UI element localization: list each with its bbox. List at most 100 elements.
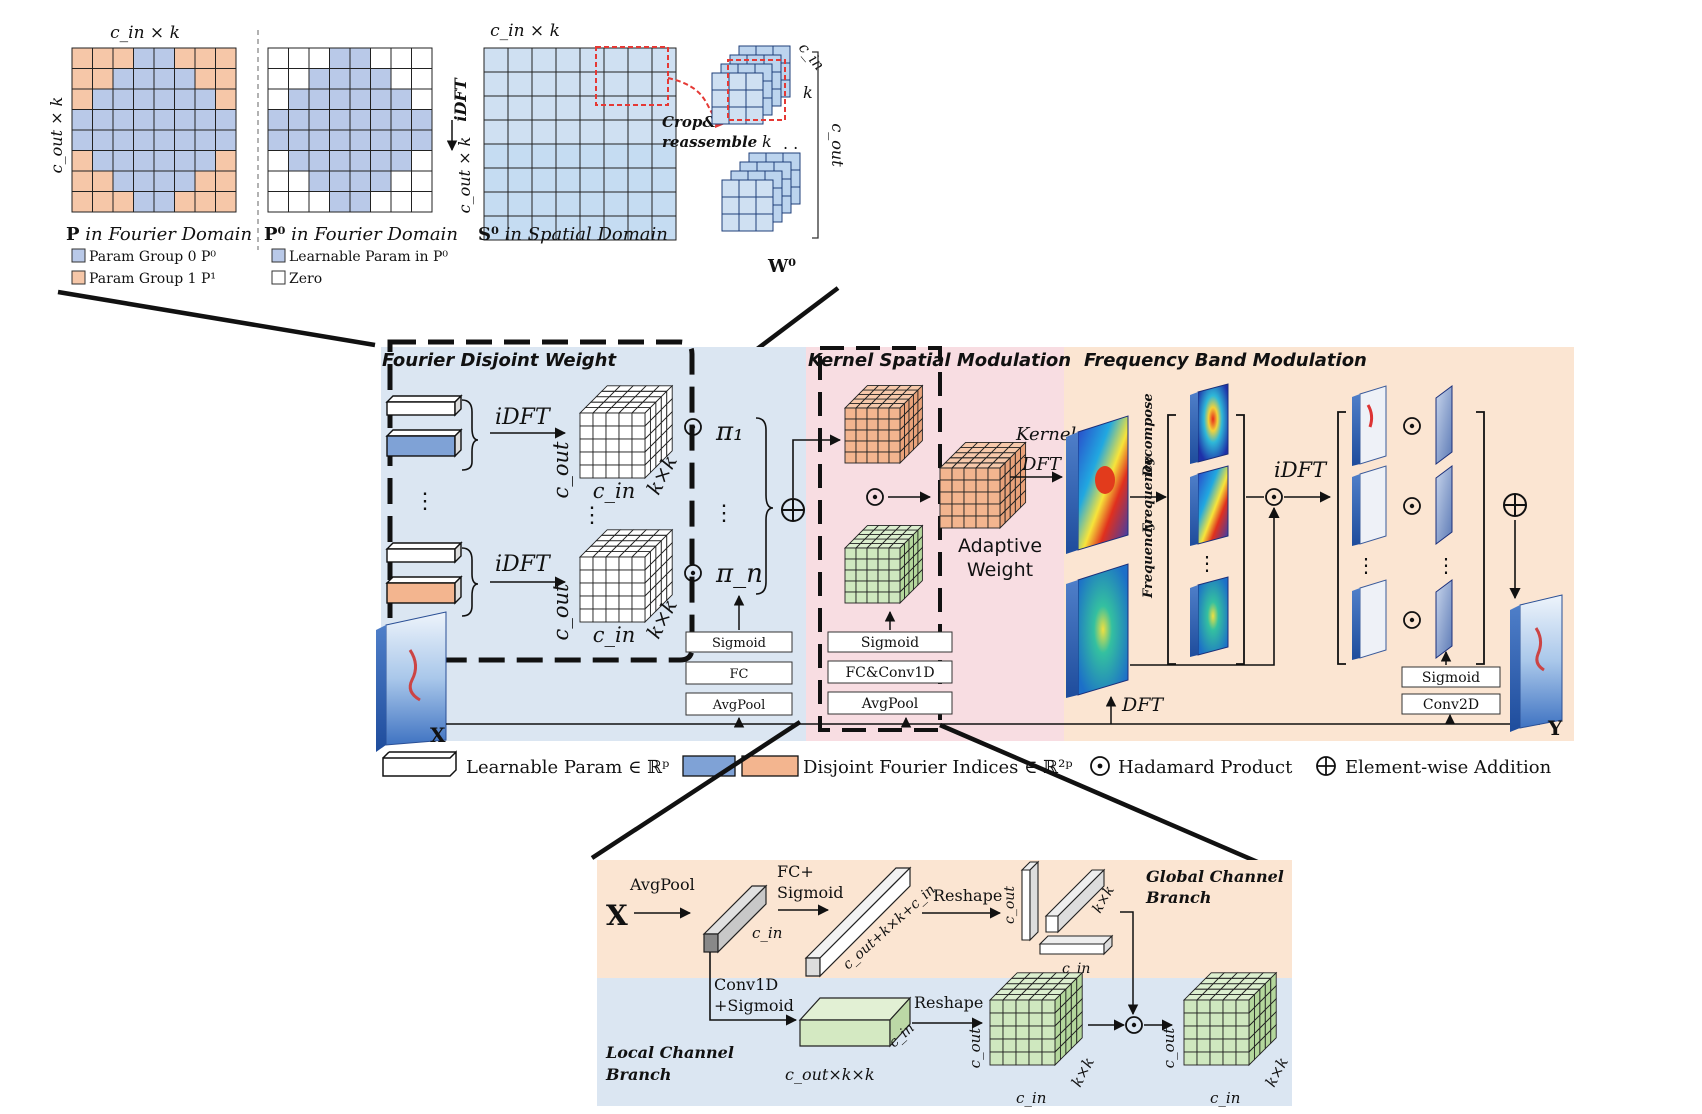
band-hadamard-icon <box>1265 488 1283 506</box>
local-branch-label-1: Local Channel <box>605 1043 734 1062</box>
fdw-cube-1-side-cell <box>666 436 673 458</box>
freq-label-1: Frequency <box>1141 456 1156 534</box>
adaptive-weight-cube-front-cell <box>951 515 965 529</box>
p0-grid-cell <box>411 129 433 151</box>
bottom-cube-b-front-cell <box>1209 1038 1224 1053</box>
p-grid-cell <box>215 68 237 90</box>
bottom-x-label: X <box>606 899 628 932</box>
frequency-band-maps <box>1190 383 1229 657</box>
p-grid-cell <box>133 129 155 151</box>
bottom-cube-b-side-cell <box>1270 1023 1277 1045</box>
p-grid-cell <box>194 191 216 213</box>
fdw-cube-2-front-cell <box>579 582 594 597</box>
band-spatial-edge <box>1352 474 1360 546</box>
fdw-cube-1-front-cell <box>592 412 607 427</box>
legend-hadamard-icon <box>1090 756 1110 776</box>
ksm-green-cube-side-cell <box>917 568 923 587</box>
w0-kernel-cell <box>728 72 747 91</box>
ksm-orange-cube-front-cell <box>855 429 868 442</box>
w0-kernel-cell <box>755 196 774 215</box>
s0-grid-cell <box>507 119 533 145</box>
pi-1-label: π₁ <box>715 417 744 447</box>
bottom-cube-b-front-cell <box>1183 1051 1198 1066</box>
hadamard-dot-2 <box>690 570 696 576</box>
s0-grid-cell <box>603 191 629 217</box>
w0-kernel-cell <box>711 72 730 91</box>
p-grid-cell <box>133 88 155 110</box>
hadamard-dot-1 <box>690 424 696 430</box>
bottom-cube-b-front-cell <box>1196 1025 1211 1040</box>
fdw-cube-2-front-cell <box>631 556 646 571</box>
band-vdots: ⋮ <box>1197 551 1217 575</box>
zoom-line-bottom-left <box>590 720 802 860</box>
ksm-orange-cube-front-cell <box>877 418 890 431</box>
fdw-cube-2-front-cell <box>605 595 620 610</box>
legend-group1: Param Group 1 P¹ <box>89 271 216 287</box>
s0-grid-cell <box>483 143 509 169</box>
p-grid-cell <box>174 47 196 69</box>
p-grid-cell <box>194 47 216 69</box>
s0-grid-cell <box>483 47 509 73</box>
local-branch-label-2: Branch <box>605 1065 671 1084</box>
p0-grid-cell <box>349 191 371 213</box>
s0-grid-cell <box>555 71 581 97</box>
bottom-cube-a-front-cell <box>1002 1051 1017 1066</box>
w0-bracket <box>812 51 819 239</box>
s0-grid-cell <box>651 47 677 73</box>
reassemble-label: reassemble <box>662 133 757 151</box>
bottom-cube-a-front-cell <box>989 1012 1004 1027</box>
global-branch-label-1: Global Channel <box>1146 867 1284 886</box>
p0-grid-cell <box>288 109 310 131</box>
ksm-cubes <box>843 384 1027 605</box>
fdw-cube-2-front-cell <box>631 608 646 623</box>
p-grid-cell <box>194 129 216 151</box>
adaptive-weight-cube-front-cell <box>975 515 989 529</box>
mod-vdots-2: ⋮ <box>1436 553 1456 577</box>
param-bar-face <box>386 582 456 604</box>
bottom-cube-a-front-cell <box>1028 1012 1043 1027</box>
fdw-cube-2-front-cell <box>605 608 620 623</box>
bottom-cube-a-front-cell <box>1028 1038 1043 1053</box>
adaptive-weight-cube-front-cell <box>951 491 965 505</box>
w0-kernel-cell <box>738 213 757 232</box>
mod-bracket-right <box>1476 411 1485 665</box>
p0-grid-cell <box>288 47 310 69</box>
fdw-cube-1-front-cell <box>592 464 607 479</box>
main-pipeline-panel: Fourier Disjoint Weight Kernel Spatial M… <box>376 339 1574 752</box>
band-hadamard-dot <box>1271 494 1277 500</box>
w0-kernel-cell <box>738 179 757 198</box>
p-grid-cell <box>194 88 216 110</box>
p0-grid-cell <box>329 129 351 151</box>
ksm-green-cube-front-cell <box>866 591 879 604</box>
p-grid-cell <box>112 109 134 131</box>
bottom-cube-a-front-cell <box>1041 1038 1056 1053</box>
w0-cin-label: c_in <box>795 39 828 74</box>
band-bracket-left <box>1167 414 1176 665</box>
p0-grid-cell <box>267 191 289 213</box>
s0-grid-cell <box>531 143 557 169</box>
p0-grid-cell <box>390 191 412 213</box>
bottom-cube-b-front-cell <box>1235 1012 1250 1027</box>
p0-grid-cell <box>329 191 351 213</box>
adaptive-weight-cube-front-cell <box>939 515 953 529</box>
p0-grid-cell <box>308 129 330 151</box>
fdw-fc-label: FC <box>730 667 749 682</box>
p0-fourier-grid <box>267 47 433 213</box>
p-grid-cell <box>112 88 134 110</box>
pi-brace <box>755 417 774 595</box>
adaptive-weight-cube-front-cell <box>963 491 977 505</box>
w0-cout-label: c_out <box>828 123 847 167</box>
fdw-cube-2-front-cell <box>592 569 607 584</box>
s0-grid-cell <box>507 215 533 241</box>
mod-bracket-left <box>1337 411 1346 665</box>
w0-k-label-right: k <box>803 83 813 102</box>
p0-grid-cell <box>288 150 310 172</box>
legend-group0: Param Group 0 P⁰ <box>89 249 216 265</box>
band-spatial-map <box>1359 579 1387 659</box>
p0-grid-cell <box>411 47 433 69</box>
ksm-green-cube-front-cell <box>888 558 901 571</box>
bottom-cube-a-front-cell <box>1041 999 1056 1014</box>
bottom-cube-b-front-cell <box>1183 1012 1198 1027</box>
legend-learnable-bar <box>382 750 457 777</box>
